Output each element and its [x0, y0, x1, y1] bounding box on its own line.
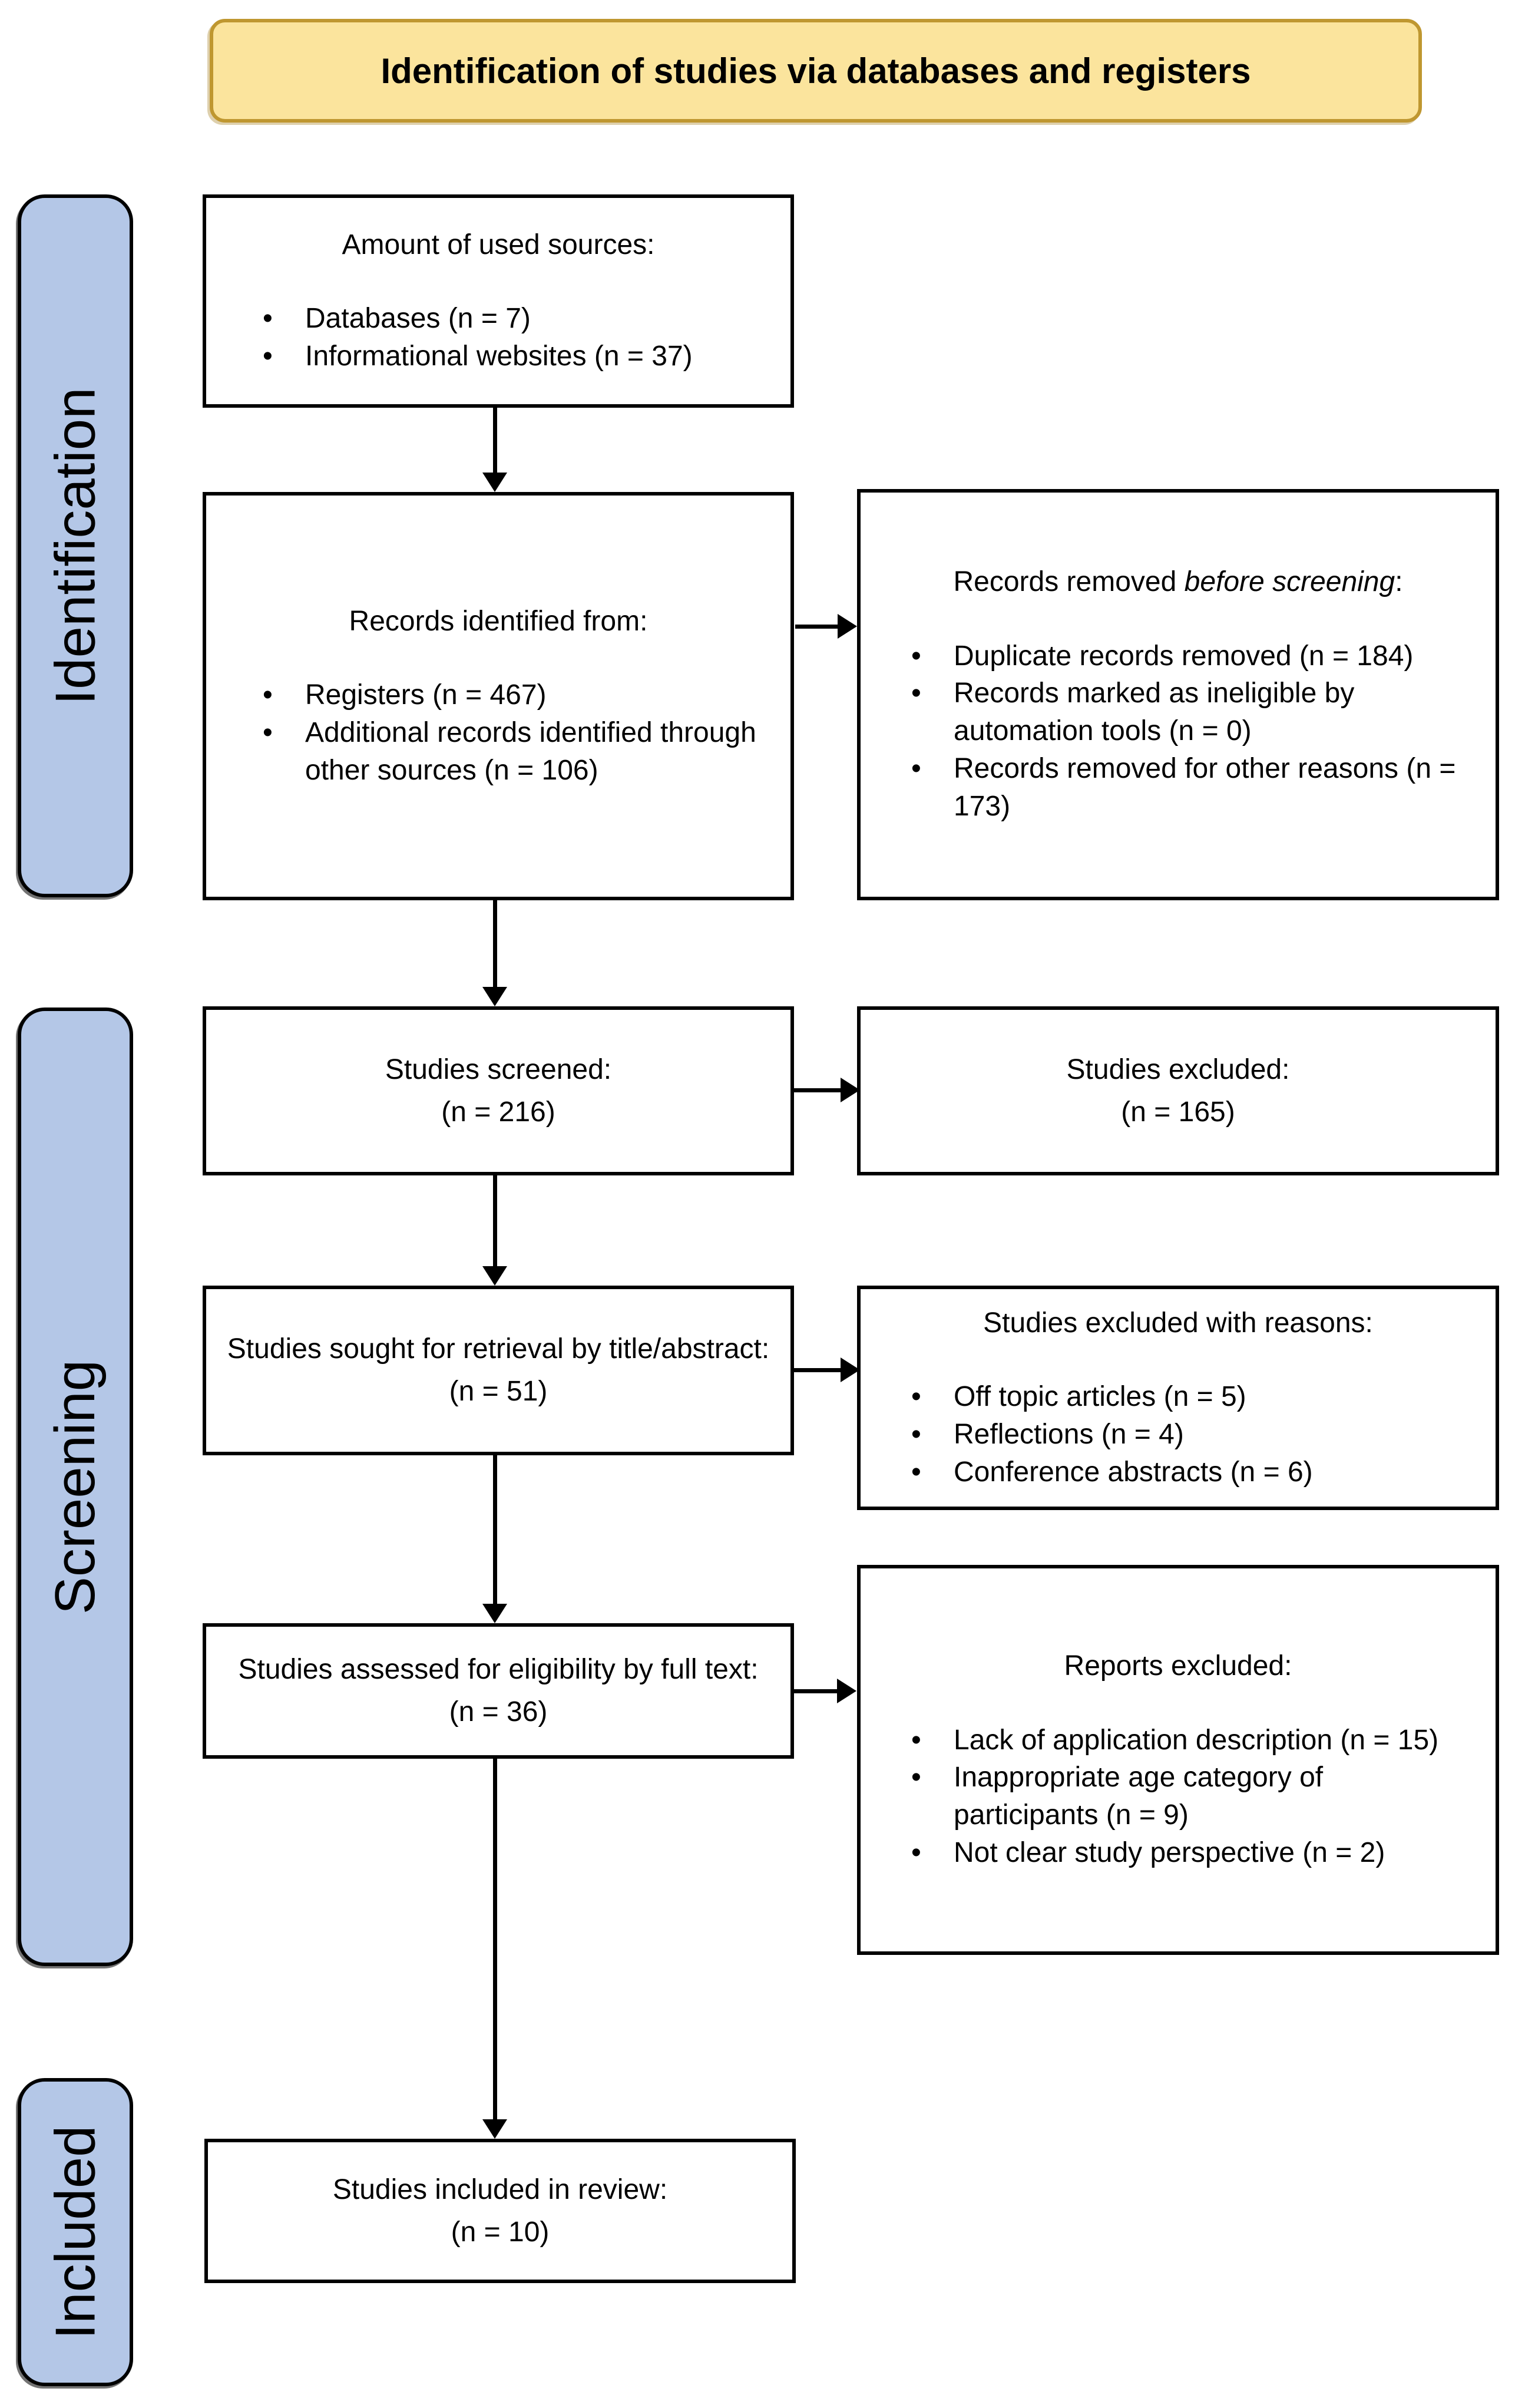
arrow-assessed-to-reports-head — [837, 1679, 856, 1703]
box-line-1: Studies excluded: — [1066, 1053, 1290, 1085]
bullet-item: Databases (n = 7) — [259, 300, 761, 338]
arrow-sought-to-reasons-shaft — [794, 1368, 841, 1372]
arrow-screened-to-excluded-head — [841, 1078, 860, 1102]
box-reports-excluded: Reports excluded: Lack of application de… — [857, 1565, 1499, 1955]
stage-rail-screening: Screening — [18, 1008, 133, 1966]
stage-rail-included: Included — [18, 2078, 133, 2386]
box-count: (n = 10) — [451, 2216, 550, 2248]
bullet-list: Databases (n = 7) Informational websites… — [236, 300, 761, 375]
arrow-records-to-removed-head — [838, 614, 857, 639]
bullet-item: Informational websites (n = 37) — [259, 338, 761, 375]
box-studies-excluded-with-reasons: Studies excluded with reasons: Off topic… — [857, 1286, 1499, 1510]
diagram-title-banner: Identification of studies via databases … — [210, 19, 1422, 123]
box-studies-screened: Studies screened: (n = 216) — [203, 1006, 794, 1175]
box-studies-assessed-for-eligibility: Studies assessed for eligibility by full… — [203, 1623, 794, 1759]
box-heading: Studies excluded with reasons: — [983, 1307, 1373, 1339]
diagram-title: Identification of studies via databases … — [381, 51, 1251, 91]
bullet-item: Registers (n = 467) — [259, 676, 761, 714]
arrow-assessed-to-reports-shaft — [794, 1689, 839, 1693]
box-heading: Records identified from: — [349, 605, 648, 637]
arrow-sought-to-assessed-head — [482, 1604, 507, 1623]
bullet-item: Not clear study perspective (n = 2) — [908, 1834, 1472, 1872]
arrow-sources-to-records-head — [482, 473, 507, 492]
box-line-1: Studies screened: — [385, 1053, 612, 1085]
arrow-assessed-to-included-head — [482, 2119, 507, 2139]
stage-label-screening: Screening — [44, 1359, 107, 1614]
box-studies-excluded: Studies excluded: (n = 165) — [857, 1006, 1499, 1175]
arrow-records-to-screened-head — [482, 987, 507, 1006]
box-heading: Records removed before screening: — [884, 564, 1472, 600]
bullet-item: Off topic articles (n = 5) — [908, 1378, 1472, 1416]
box-count: (n = 51) — [449, 1376, 548, 1407]
arrow-screened-to-excluded-shaft — [794, 1088, 841, 1092]
arrow-records-to-screened-shaft — [493, 900, 497, 989]
bullet-list: Lack of application description (n = 15)… — [884, 1722, 1472, 1872]
bullet-item: Duplicate records removed (n = 184) — [908, 637, 1472, 675]
box-records-identified: Records identified from: Registers (n = … — [203, 492, 794, 900]
heading-text: Records removed — [953, 566, 1185, 598]
box-line-1: Studies included in review: — [332, 2174, 668, 2205]
bullet-list: Duplicate records removed (n = 184) Reco… — [884, 637, 1472, 825]
arrow-screened-to-sought-shaft — [493, 1175, 497, 1268]
stage-label-identification: Identification — [44, 387, 107, 705]
bullet-item: Inappropriate age category of participan… — [908, 1759, 1472, 1834]
box-studies-sought-for-retrieval: Studies sought for retrieval by title/ab… — [203, 1286, 794, 1455]
box-heading: Amount of used sources: — [342, 229, 655, 260]
arrow-records-to-removed-shaft — [795, 625, 839, 629]
heading-colon: : — [1395, 566, 1403, 598]
stage-rail-identification: Identification — [18, 194, 133, 897]
arrow-screened-to-sought-head — [482, 1266, 507, 1286]
box-count: (n = 36) — [449, 1696, 548, 1727]
box-amount-of-used-sources: Amount of used sources: Databases (n = 7… — [203, 194, 794, 408]
box-count: (n = 165) — [1121, 1096, 1235, 1128]
box-heading: Reports excluded: — [1064, 1650, 1292, 1682]
arrow-sought-to-assessed-shaft — [493, 1455, 497, 1606]
box-count: (n = 216) — [441, 1096, 555, 1128]
arrow-assessed-to-included-shaft — [493, 1759, 497, 2121]
stage-label-included: Included — [44, 2125, 107, 2339]
bullet-item: Records marked as ineligible by automati… — [908, 675, 1472, 750]
arrow-sources-to-records-shaft — [493, 408, 497, 474]
bullet-list: Registers (n = 467) Additional records i… — [236, 676, 761, 789]
bullet-item: Reflections (n = 4) — [908, 1416, 1472, 1454]
bullet-item: Records removed for other reasons (n = 1… — [908, 750, 1472, 825]
bullet-item: Conference abstracts (n = 6) — [908, 1454, 1472, 1491]
box-line-1: Studies assessed for eligibility by full… — [238, 1654, 759, 1685]
bullet-item: Additional records identified through ot… — [259, 714, 761, 790]
box-line-1: Studies sought for retrieval by title/ab… — [227, 1333, 770, 1365]
heading-italic-text: before screening — [1184, 566, 1395, 598]
box-studies-included-in-review: Studies included in review: (n = 10) — [204, 2139, 796, 2283]
box-records-removed-before-screening: Records removed before screening: Duplic… — [857, 489, 1499, 900]
bullet-item: Lack of application description (n = 15) — [908, 1722, 1472, 1759]
arrow-sought-to-reasons-head — [841, 1357, 860, 1382]
bullet-list: Off topic articles (n = 5) Reflections (… — [884, 1378, 1472, 1491]
